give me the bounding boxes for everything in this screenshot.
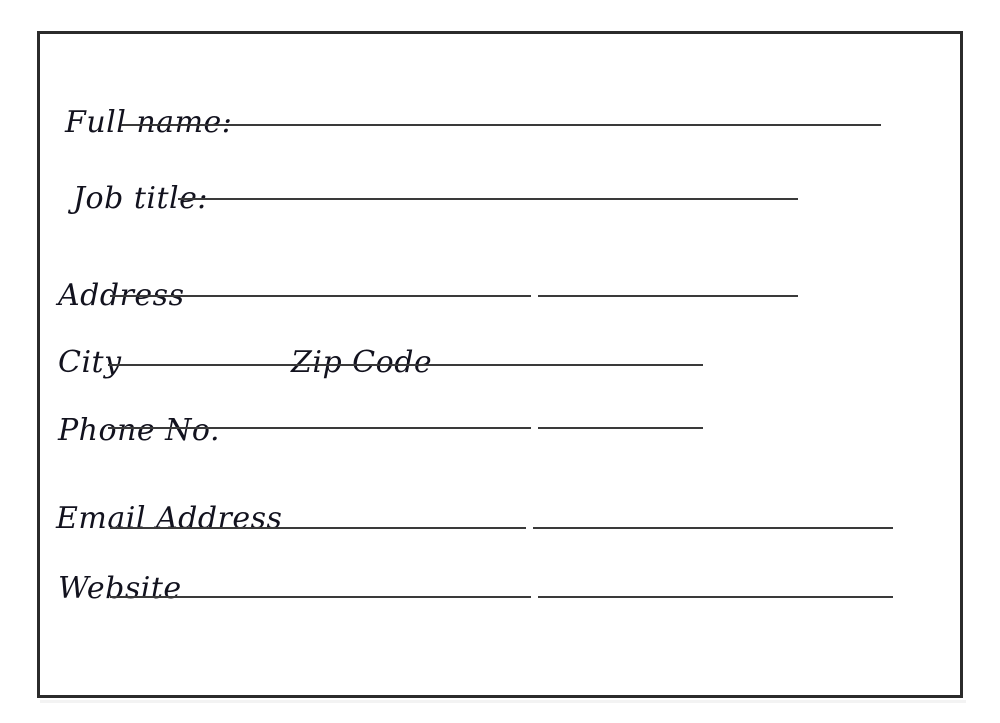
input-email-line1[interactable] [110,527,526,529]
contact-form-card: Full name: Job title: Address City Zip C… [37,31,963,698]
input-email-line2[interactable] [533,527,893,529]
card-shadow [40,700,966,703]
label-website: Website [58,571,182,606]
label-phone-no: Phone No. [58,413,220,448]
input-address-line1[interactable] [110,295,531,297]
input-website-line1[interactable] [110,596,531,598]
label-city: City [58,345,122,380]
input-address-line2[interactable] [538,295,798,297]
input-phone-line1[interactable] [108,427,531,429]
input-phone-line2[interactable] [538,427,703,429]
label-full-name: Full name: [65,105,233,140]
input-job-title[interactable] [178,198,798,200]
input-full-name[interactable] [121,124,881,126]
input-website-line2[interactable] [538,596,893,598]
label-email-address: Email Address [56,501,283,536]
input-city-zip[interactable] [108,364,703,366]
label-zip-code: Zip Code [291,345,433,380]
